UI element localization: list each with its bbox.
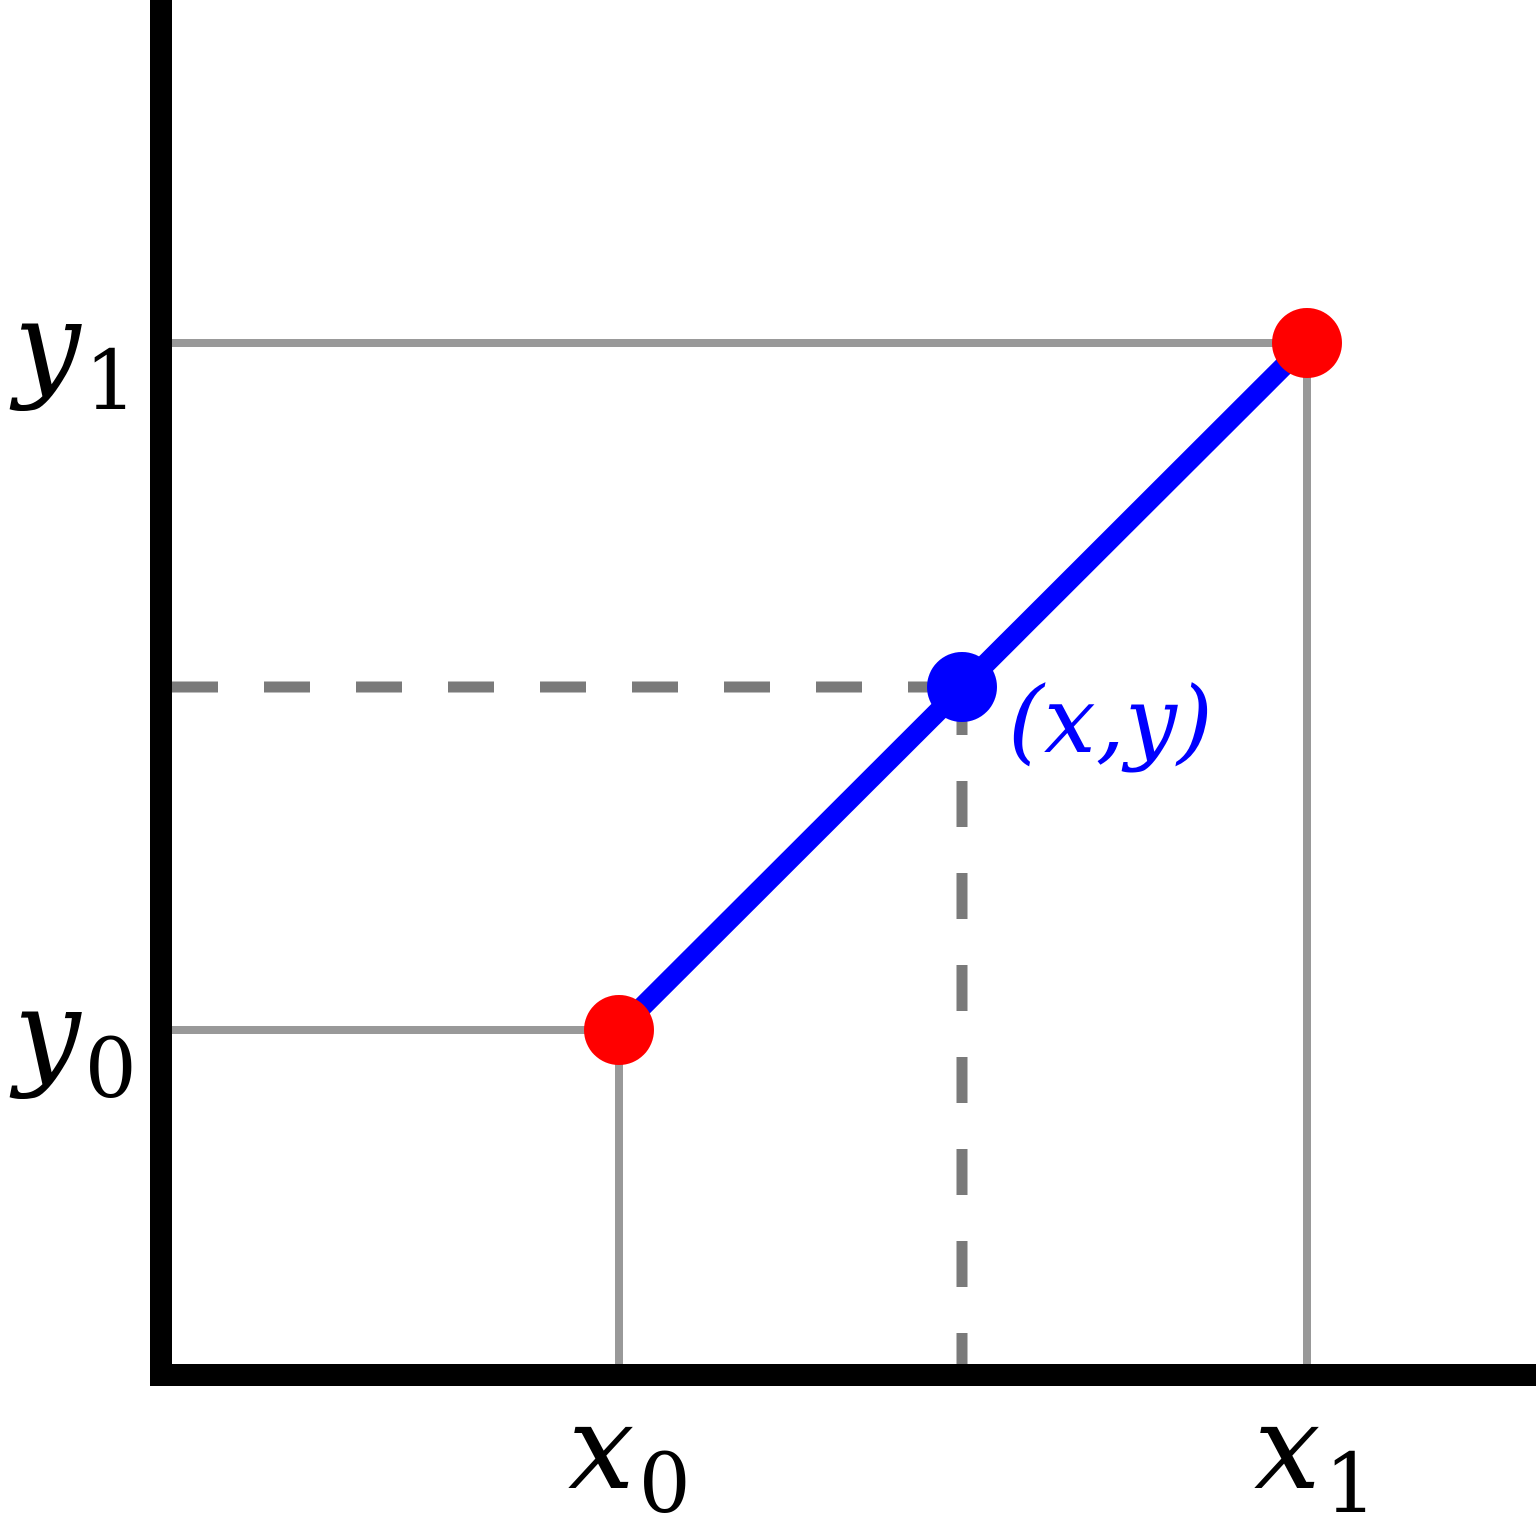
endpoint-0 [584, 995, 654, 1065]
x0-label: x0 [568, 1378, 691, 1532]
y0-label: y0 [9, 963, 137, 1117]
interpolated-point [927, 652, 997, 722]
y1-label: y1 [9, 275, 137, 429]
point-label: (x,y) [1008, 667, 1213, 774]
x1-label: x1 [1254, 1378, 1377, 1532]
endpoint-1 [1272, 308, 1342, 378]
